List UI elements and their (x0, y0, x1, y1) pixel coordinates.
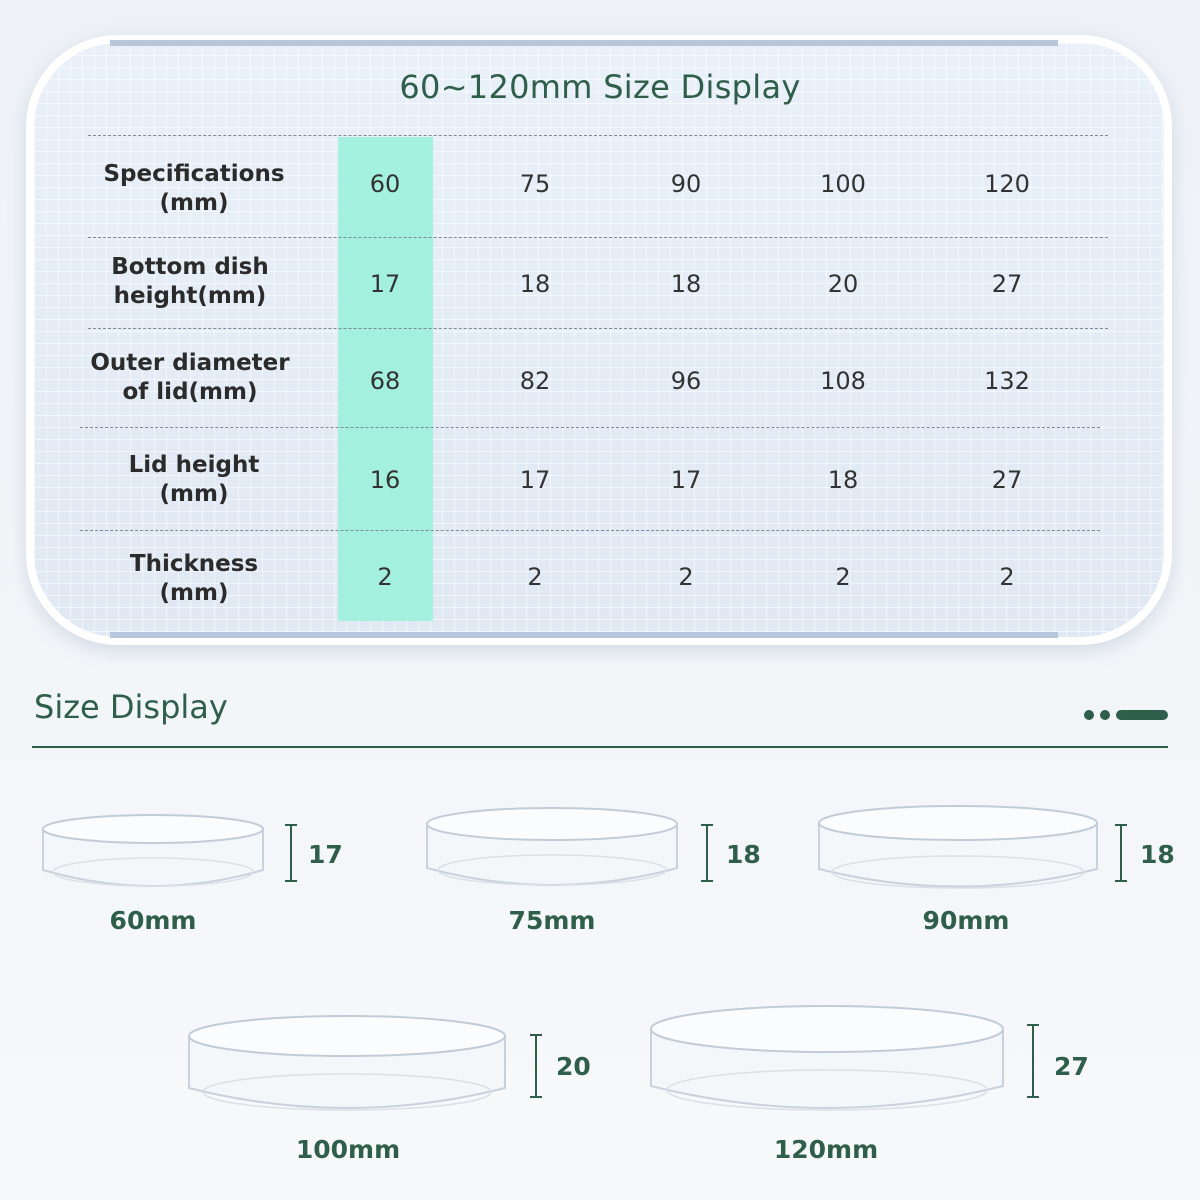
row-label: Outer diameter of lid(mm) (80, 349, 300, 407)
row-label-line1: Specifications (103, 161, 285, 187)
carousel-dot (1100, 710, 1110, 720)
table-cell: 17 (369, 270, 401, 298)
row-divider (80, 530, 1100, 531)
dish-height-label: 17 (308, 840, 343, 869)
table-cell: 27 (991, 466, 1023, 494)
row-divider (88, 135, 1108, 136)
table-cell: 120 (984, 170, 1030, 198)
dish-size-caption: 120mm (773, 1135, 879, 1164)
dish-height-label: 20 (556, 1052, 591, 1081)
row-label-line1: Thickness (129, 551, 259, 577)
height-bracket (701, 824, 713, 882)
table-cell: 16 (369, 466, 401, 494)
row-divider (88, 328, 1108, 329)
table-cell: 2 (527, 563, 543, 591)
table-cell: 100 (820, 170, 866, 198)
highlight-column (338, 137, 433, 621)
table-cell: 27 (991, 270, 1023, 298)
height-bracket (530, 1034, 542, 1098)
row-label-line2: (mm) (159, 580, 229, 606)
row-label-line2: height(mm) (113, 283, 267, 309)
row-label-line1: Outer diameter (90, 350, 290, 376)
height-bracket (1027, 1024, 1039, 1098)
panel-top-bar (110, 40, 1058, 46)
height-bracket (1115, 824, 1127, 882)
petri-dish-image (650, 1005, 1004, 1111)
row-label: Lid height (mm) (84, 451, 304, 509)
table-cell: 2 (999, 563, 1015, 591)
carousel-dot (1084, 710, 1094, 720)
row-divider (88, 237, 1108, 238)
table-cell: 60 (369, 170, 401, 198)
table-cell: 90 (670, 170, 702, 198)
table-cell: 17 (670, 466, 702, 494)
table-cell: 2 (835, 563, 851, 591)
table-cell: 68 (369, 367, 401, 395)
table-cell: 18 (670, 270, 702, 298)
table-cell: 132 (984, 367, 1030, 395)
dish-size-caption: 60mm (109, 906, 197, 935)
table-cell: 108 (820, 367, 866, 395)
row-label-line2: of lid(mm) (122, 379, 258, 405)
dish-size-caption: 75mm (508, 906, 596, 935)
dish-size-caption: 100mm (295, 1135, 401, 1164)
table-cell: 18 (827, 466, 859, 494)
table-cell: 75 (519, 170, 551, 198)
table-panel (34, 43, 1164, 637)
petri-dish-image (42, 814, 264, 887)
table-cell: 20 (827, 270, 859, 298)
row-label-line1: Bottom dish (111, 254, 269, 280)
table-cell: 2 (377, 563, 393, 591)
height-bracket (285, 824, 297, 882)
table-cell: 96 (670, 367, 702, 395)
row-label: Specifications (mm) (84, 160, 304, 218)
table-title: 60~120mm Size Display (399, 68, 801, 106)
row-label-line2: (mm) (159, 190, 229, 216)
table-cell: 2 (678, 563, 694, 591)
petri-dish-image (188, 1015, 506, 1111)
row-label-line1: Lid height (128, 452, 260, 478)
section-title: Size Display (34, 688, 228, 726)
dish-height-label: 18 (1140, 840, 1175, 869)
table-cell: 82 (519, 367, 551, 395)
panel-bottom-bar (110, 632, 1058, 638)
table-cell: 17 (519, 466, 551, 494)
row-label: Bottom dish height(mm) (80, 253, 300, 311)
row-divider (80, 427, 1100, 428)
petri-dish-image (818, 805, 1098, 889)
dish-height-label: 27 (1054, 1052, 1089, 1081)
carousel-active-indicator (1116, 710, 1168, 720)
petri-dish-image (426, 807, 678, 886)
row-label: Thickness (mm) (84, 550, 304, 608)
dish-height-label: 18 (726, 840, 761, 869)
dish-size-caption: 90mm (922, 906, 1010, 935)
row-label-line2: (mm) (159, 481, 229, 507)
table-cell: 18 (519, 270, 551, 298)
section-divider (32, 746, 1168, 748)
